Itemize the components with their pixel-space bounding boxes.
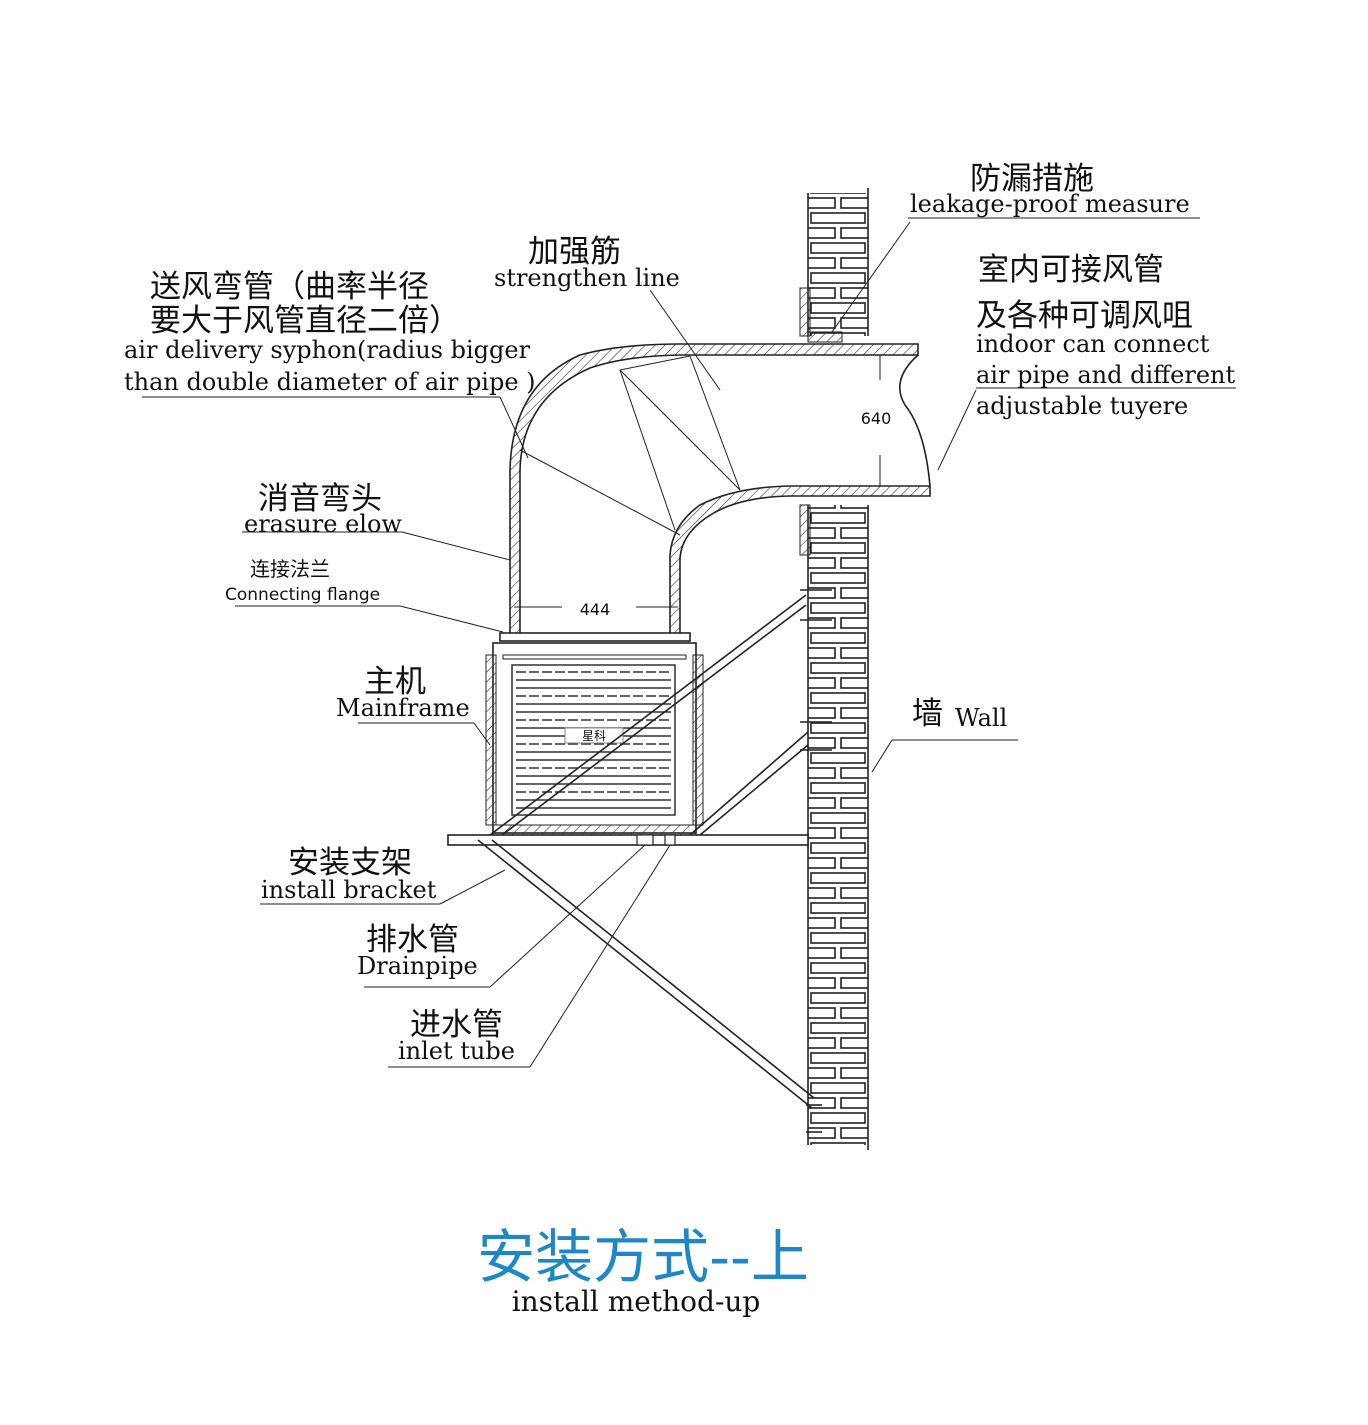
duct-width-dimension: 444 <box>580 600 611 619</box>
duct-height-dimension: 640 <box>861 409 892 428</box>
erasure-label-zh: 消音弯头 <box>258 481 382 517</box>
indoor-label-zh-2: 及各种可调风咀 <box>976 298 1193 334</box>
syphon-label-en-2: than double diameter of air pipe ) <box>124 368 536 396</box>
air-grille <box>516 671 671 809</box>
brand-label: 星科 <box>582 729 606 743</box>
strengthen-label-en: strengthen line <box>494 264 680 292</box>
bracket-label-en: install bracket <box>261 876 437 904</box>
syphon-label-en-1: air delivery syphon(radius bigger <box>124 336 531 364</box>
page-title: 安装方式--上 <box>477 1223 809 1291</box>
leakage-label-zh: 防漏措施 <box>970 161 1094 197</box>
inlet-label-zh: 进水管 <box>410 1007 503 1043</box>
wall-label-en: Wall <box>955 704 1007 732</box>
syphon-label-zh-1: 送风弯管（曲率半径 <box>150 269 429 305</box>
install-bracket <box>447 589 832 1133</box>
mainframe-label-zh: 主机 <box>364 664 426 700</box>
erasure-label-en: erasure elow <box>244 510 402 538</box>
bracket-label-zh: 安装支架 <box>288 845 412 881</box>
leader-lines <box>142 217 1236 1068</box>
syphon-label-zh-2: 要大于风管直径二倍） <box>150 303 460 339</box>
mainframe-unit: 星科 <box>485 642 704 836</box>
strengthen-label-zh: 加强筋 <box>528 234 621 270</box>
brick-wall <box>799 188 869 1150</box>
indoor-label-en-2: air pipe and different <box>976 361 1236 389</box>
mainframe-label-en: Mainframe <box>336 694 470 722</box>
wall-label-zh: 墙 <box>912 696 943 732</box>
indoor-label-zh-1: 室内可接风管 <box>978 252 1164 288</box>
air-duct <box>499 343 931 642</box>
flange-label-zh: 连接法兰 <box>250 557 330 581</box>
drain-label-zh: 排水管 <box>366 922 459 958</box>
drain-label-en: Drainpipe <box>357 952 478 980</box>
leakage-label-en: leakage-proof measure <box>910 190 1190 218</box>
flange-label-en: Connecting flange <box>225 585 380 605</box>
inlet-label-en: inlet tube <box>398 1037 515 1065</box>
indoor-label-en-3: adjustable tuyere <box>976 392 1188 420</box>
page-subtitle: install method-up <box>512 1285 761 1318</box>
indoor-label-en-1: indoor can connect <box>976 330 1210 358</box>
